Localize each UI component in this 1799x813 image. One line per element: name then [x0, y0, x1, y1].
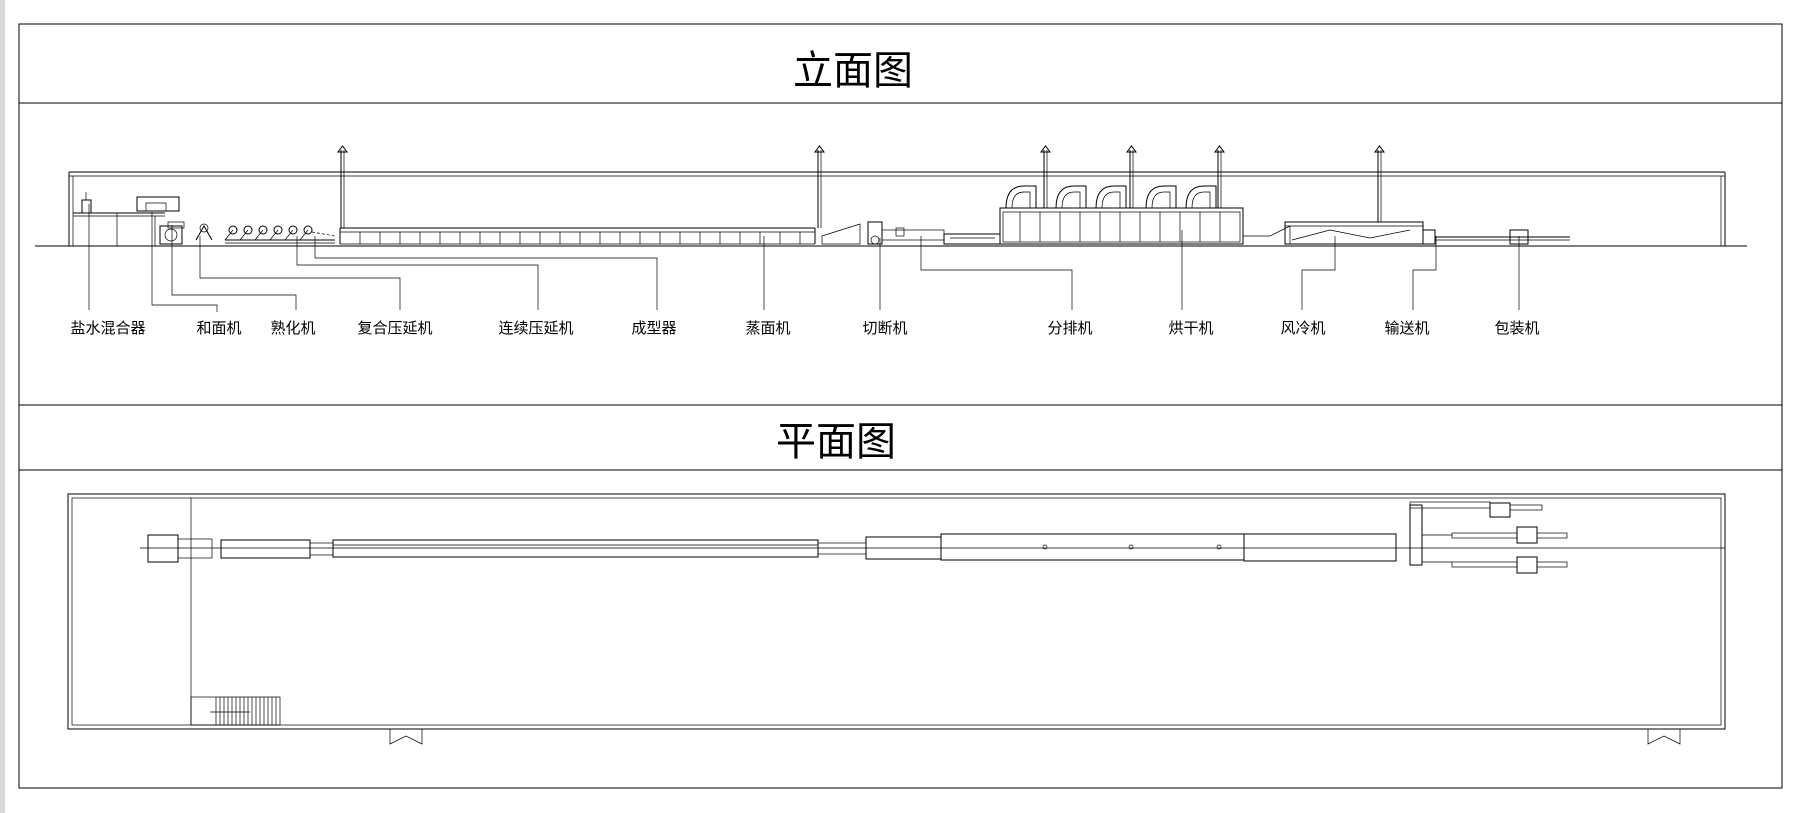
conveyor-packing	[1422, 229, 1570, 245]
plan-dryer-mark-1	[1042, 544, 1048, 550]
plan-drawing	[67, 493, 1726, 745]
label-continuous-roller: 连续压延机	[498, 319, 573, 337]
dough-mixer	[159, 221, 185, 245]
plan-dryer-mark-2	[1128, 544, 1134, 550]
elevation-title: 立面图	[793, 48, 913, 94]
plan-aging-link	[309, 542, 334, 556]
label-cutter: 切断机	[862, 319, 907, 337]
leader-lines	[88, 204, 1520, 312]
outer-frame	[18, 23, 1783, 789]
label-air-cooler: 风冷机	[1280, 319, 1325, 337]
steamer-conveyor	[337, 145, 825, 245]
label-distributor: 分排机	[1047, 319, 1092, 337]
label-aging-machine: 熟化机	[270, 319, 315, 337]
distributor	[943, 233, 1001, 245]
label-conveyor: 输送机	[1384, 319, 1429, 337]
margin-strip	[0, 0, 5, 813]
plan-wall-outer	[67, 493, 1726, 730]
equipment-labels: 盐水混合器 和面机 熟化机 复合压延机 连续压延机 成型器 蒸面机 切断机 分排…	[70, 319, 1539, 337]
plan-aging	[220, 539, 311, 559]
plan-door-right	[1647, 729, 1681, 745]
plan-door-left	[389, 729, 423, 745]
elevation-drawing	[35, 145, 1747, 247]
label-dryer: 烘干机	[1168, 319, 1213, 337]
plan-mixer-base	[177, 538, 213, 559]
air-cooler	[1243, 145, 1424, 245]
label-packing-machine: 包装机	[1494, 319, 1539, 337]
plan-dryer	[940, 533, 1245, 561]
label-brine-mixer: 盐水混合器	[70, 319, 145, 337]
plan-mixer	[147, 534, 179, 563]
compound-rollers	[224, 225, 336, 244]
plan-link	[817, 542, 867, 555]
label-steamer: 蒸面机	[745, 319, 790, 337]
dryer	[999, 145, 1244, 245]
aging-machine	[195, 223, 213, 241]
plan-packing-branches	[1409, 501, 1568, 574]
label-dough-mixer: 和面机	[196, 319, 241, 337]
brine-mixer	[73, 192, 180, 246]
label-former: 成型器	[631, 319, 676, 337]
plan-steamer	[332, 539, 819, 558]
plan-title: 平面图	[776, 419, 896, 465]
former-cutter	[821, 221, 945, 245]
plan-stair	[190, 696, 281, 726]
label-compound-roller: 复合压延机	[357, 319, 432, 337]
plan-cooler	[1243, 533, 1397, 562]
plan-wall-inner	[71, 497, 1722, 726]
plan-dryer-mark-3	[1216, 544, 1222, 550]
